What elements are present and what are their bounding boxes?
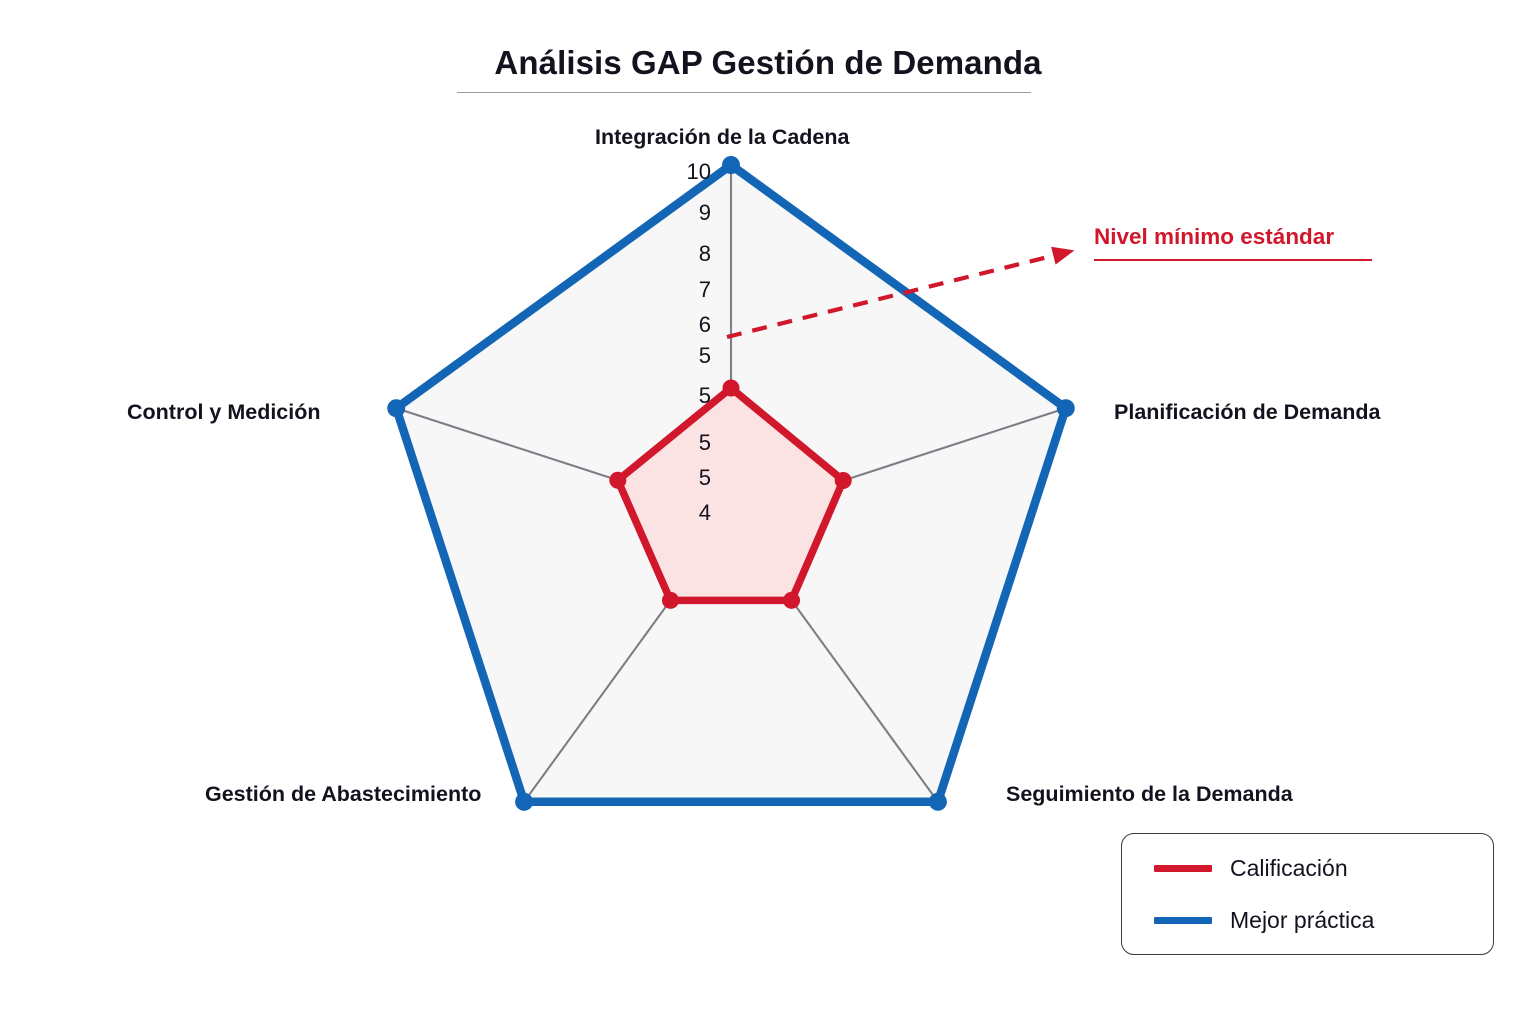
best-practice-polygon [391, 160, 1071, 807]
radial-tick-9: 4 [698, 500, 711, 525]
best-practice-outline [391, 160, 1071, 807]
radial-tick-6: 5 [698, 383, 711, 408]
rating-point-1 [834, 472, 852, 490]
axis-label-seguimiento-de-la-demanda: Seguimiento de la Demanda [1006, 782, 1293, 806]
chart-title: Análisis GAP Gestión de Demanda [494, 44, 1042, 81]
best-practice-point-0 [722, 156, 740, 174]
rating-points [609, 379, 852, 609]
radial-tick-4: 6 [698, 312, 711, 337]
radial-tick-1: 9 [698, 200, 711, 225]
axis-label-planificacion-de-demanda: Planificación de Demanda [1114, 400, 1381, 424]
radial-tick-5: 5 [698, 343, 711, 368]
legend-label-mejor-practica: Mejor práctica [1230, 907, 1375, 933]
legend: Calificación Mejor práctica [1121, 833, 1494, 955]
rating-fill [617, 388, 844, 601]
legend-swatch-calificacion [1154, 865, 1212, 872]
best-practice-point-3 [515, 792, 534, 811]
rating-point-3 [661, 591, 679, 609]
rating-polygon [614, 384, 847, 605]
best-practice-point-4 [387, 399, 406, 418]
legend-item-calificacion: Calificación [1154, 855, 1348, 882]
radial-tick-7: 5 [698, 430, 711, 455]
legend-swatch-mejor-practica [1154, 917, 1212, 924]
radial-tick-8: 5 [698, 465, 711, 490]
axis-label-control-y-medicion: Control y Medición [127, 400, 321, 424]
rating-outline [614, 384, 847, 605]
rating-point-4 [609, 471, 627, 489]
best-practice-point-1 [1056, 399, 1075, 418]
minimum-standard-arrow [726, 246, 1075, 340]
best-practice-points [387, 156, 1075, 811]
rating-area-fill [617, 388, 844, 601]
rating-point-0 [722, 379, 740, 397]
radial-tick-2: 8 [698, 241, 711, 266]
rating-point-2 [783, 591, 801, 609]
title-underline [457, 92, 1031, 93]
annotation-nivel-minimo-estandar: Nivel mínimo estándar [1094, 224, 1335, 249]
legend-label-calificacion: Calificación [1230, 855, 1348, 881]
legend-item-mejor-practica: Mejor práctica [1154, 907, 1374, 934]
axis-label-gestion-de-abastecimiento: Gestión de Abastecimiento [205, 782, 482, 806]
radial-tick-3: 7 [698, 277, 711, 302]
axis-label-integracion-de-la-cadena: Integración de la Cadena [595, 125, 850, 149]
annotation-underline [1094, 259, 1372, 261]
radial-tick-0: 10 [686, 159, 711, 184]
best-practice-point-2 [928, 792, 947, 811]
